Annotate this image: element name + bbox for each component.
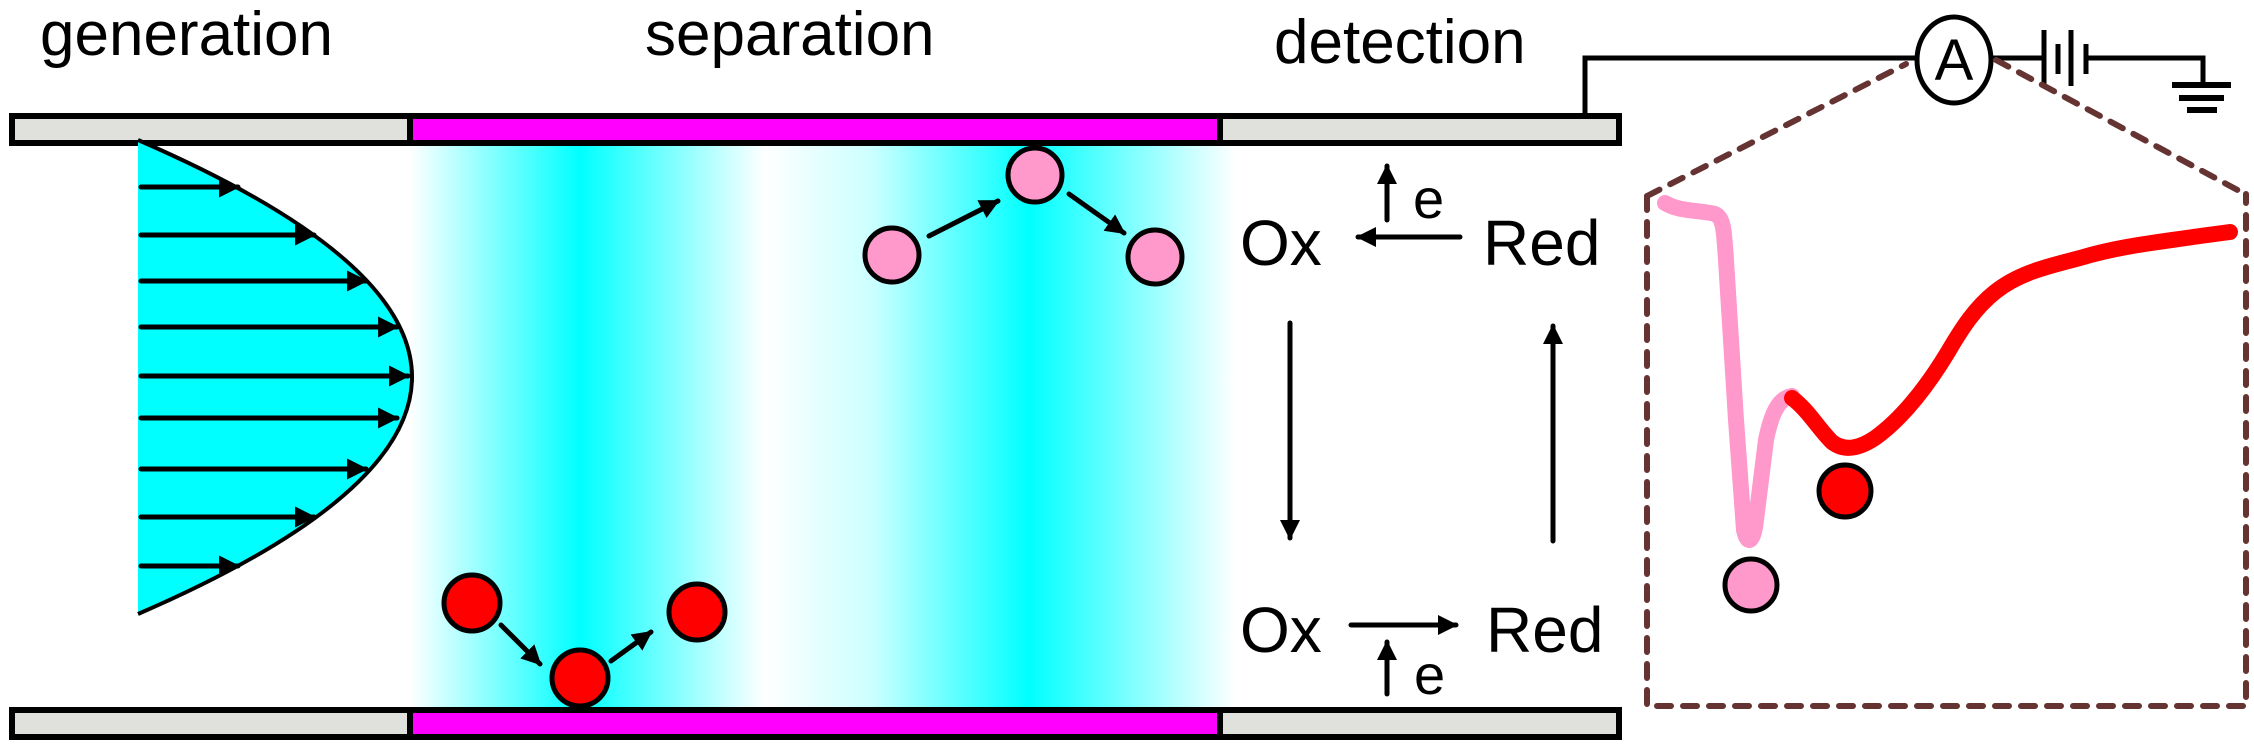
red-particle <box>549 647 611 709</box>
ammeter-label: A <box>1935 28 1974 93</box>
redox-cycle: Ox Red e Ox Red e <box>1240 163 1603 706</box>
heading-generation: generation <box>40 0 333 69</box>
bottom-channel-wall <box>9 707 1622 740</box>
bottom-ox-label: Ox <box>1240 594 1322 666</box>
top-ox-label: Ox <box>1240 207 1322 279</box>
pink-particle <box>862 225 922 285</box>
flow-velocity-arrows <box>138 176 411 577</box>
heading-detection: detection <box>1274 8 1526 77</box>
arrow-icon <box>498 622 543 667</box>
red-particle <box>666 581 728 643</box>
pink-particle <box>1125 227 1185 287</box>
arrow-icon <box>1066 191 1127 236</box>
pink-peak-marker <box>1722 556 1780 614</box>
ground-icon <box>2172 82 2231 113</box>
arrow-icon <box>926 198 1001 239</box>
red-signal-trace <box>1784 224 2238 456</box>
heading-separation: separation <box>645 0 935 69</box>
separation-zone-gradient <box>410 146 1235 707</box>
zoom-callout-dashes <box>1644 57 2249 709</box>
pink-particle <box>1005 145 1065 205</box>
wire <box>2086 55 2206 84</box>
red-particle-trajectory <box>441 572 728 709</box>
parabolic-flow-profile <box>137 138 414 616</box>
pink-signal-trace <box>1657 195 1800 549</box>
red-peak-marker <box>1816 462 1874 520</box>
wire <box>1582 55 1916 113</box>
top-electron-label: e <box>1413 167 1444 230</box>
bottom-electrode <box>407 707 1223 740</box>
bottom-electron-label: e <box>1414 643 1445 706</box>
top-electrode <box>407 113 1223 146</box>
pink-particle-trajectory <box>862 145 1185 287</box>
top-channel-wall <box>9 113 1622 146</box>
arrow-icon <box>608 629 654 664</box>
bottom-red-label: Red <box>1486 594 1603 666</box>
detection-circuit: A <box>1582 14 2231 113</box>
red-particle <box>441 572 503 634</box>
top-red-label: Red <box>1483 207 1600 279</box>
battery-icon <box>2041 30 2089 86</box>
signal-inset <box>1644 57 2249 709</box>
